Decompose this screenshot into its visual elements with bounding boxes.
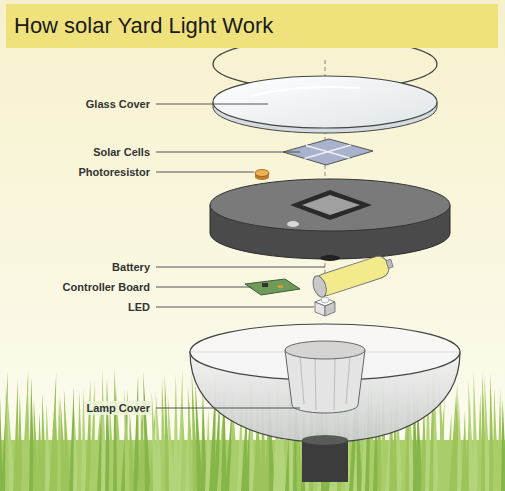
- grass-blade: [143, 372, 151, 491]
- board-part: [278, 285, 283, 288]
- grass-blade: [89, 380, 95, 491]
- cup-rib: [334, 359, 335, 410]
- glass-cover: [213, 76, 437, 128]
- part-label: Solar Cells: [91, 145, 152, 159]
- leader-line: [156, 172, 254, 173]
- led: [315, 302, 325, 316]
- glass-highlight: [250, 87, 360, 96]
- sensor-hole: [287, 221, 299, 227]
- housing-window: [290, 190, 372, 220]
- title: How solar Yard Light Work: [6, 4, 498, 48]
- housing-window: [302, 195, 360, 215]
- inner-cup-top: [285, 341, 365, 359]
- leader-line: [156, 152, 300, 153]
- battery: [311, 253, 396, 299]
- battery-end: [311, 274, 329, 299]
- part-label: Controller Board: [61, 280, 152, 294]
- leader-lines: [156, 104, 325, 408]
- cup-rib: [315, 359, 316, 410]
- title-banner: How solar Yard Light Work: [6, 4, 498, 48]
- leader-line: [156, 307, 314, 308]
- cup-rib: [300, 356, 304, 404]
- photoresistor: [255, 170, 269, 177]
- controller-board: [245, 279, 300, 295]
- leader-line: [156, 267, 325, 268]
- housing-notch: [320, 255, 340, 261]
- leader-line: [156, 104, 268, 105]
- led-dome: [321, 297, 329, 303]
- part-label: Photoresistor: [76, 165, 152, 179]
- leader-line: [156, 408, 300, 409]
- part-label: Glass Cover: [84, 97, 152, 111]
- part-label: Battery: [110, 260, 152, 274]
- cup-rib: [346, 356, 350, 404]
- lamp-stem: [302, 440, 348, 482]
- part-label: Lamp Cover: [84, 401, 152, 415]
- battery-terminal: [386, 259, 393, 268]
- grass-blade: [501, 398, 505, 491]
- grass-blade: [133, 375, 139, 491]
- housing-top: [210, 179, 450, 231]
- board-chip: [262, 283, 268, 287]
- cell-divider: [305, 145, 352, 159]
- part-label: LED: [126, 300, 152, 314]
- led: [325, 302, 335, 316]
- leader-line: [156, 287, 252, 288]
- lamp-stem-top: [302, 435, 348, 445]
